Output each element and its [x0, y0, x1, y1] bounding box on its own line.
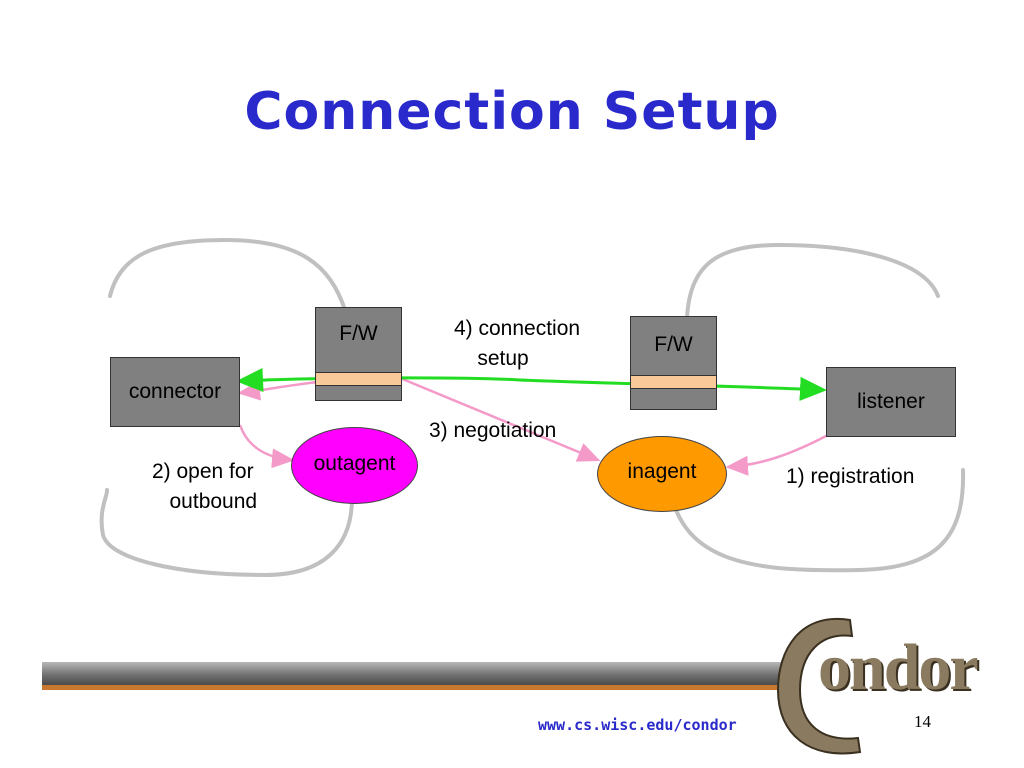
listener-box: listener — [826, 367, 956, 437]
slide-title: Connection Setup — [244, 82, 780, 142]
firewall-right-band — [631, 375, 716, 389]
connector-box: connector — [110, 357, 240, 427]
outagent-ellipse: outagent — [291, 427, 418, 504]
firewall-left-label: F/W — [339, 322, 378, 345]
step-connection-setup: 4) connection setup — [454, 317, 581, 370]
right-network-boundary — [670, 242, 966, 573]
open-outbound-arrow — [238, 424, 295, 469]
firewall-right-label: F/W — [654, 333, 693, 356]
firewall-right: F/W — [630, 316, 717, 410]
step-registration: 1) registration — [786, 465, 915, 488]
negotiation-return-arrow — [237, 380, 319, 401]
inagent-ellipse: inagent — [597, 436, 727, 512]
step-negotiation: 3) negotiation — [429, 419, 557, 442]
registration-arrow — [725, 433, 829, 476]
footer-url: www.cs.wisc.edu/condor — [538, 716, 737, 734]
condor-logo-text: ondor — [818, 631, 979, 704]
page-number: 14 — [914, 712, 931, 731]
firewall-left-band — [316, 372, 401, 386]
condor-logo-c — [776, 617, 862, 755]
firewall-left: F/W — [315, 307, 402, 401]
footer-bar — [42, 662, 787, 688]
step-open-for-outbound: 2) open for outbound — [152, 460, 258, 513]
left-network-boundary — [99, 237, 354, 578]
